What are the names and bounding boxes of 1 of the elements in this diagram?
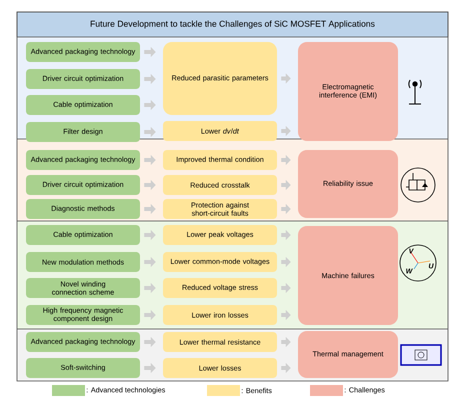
title-band: Future Development to tackle the Challenges of SiC MOSFET Applications — [16, 12, 448, 38]
